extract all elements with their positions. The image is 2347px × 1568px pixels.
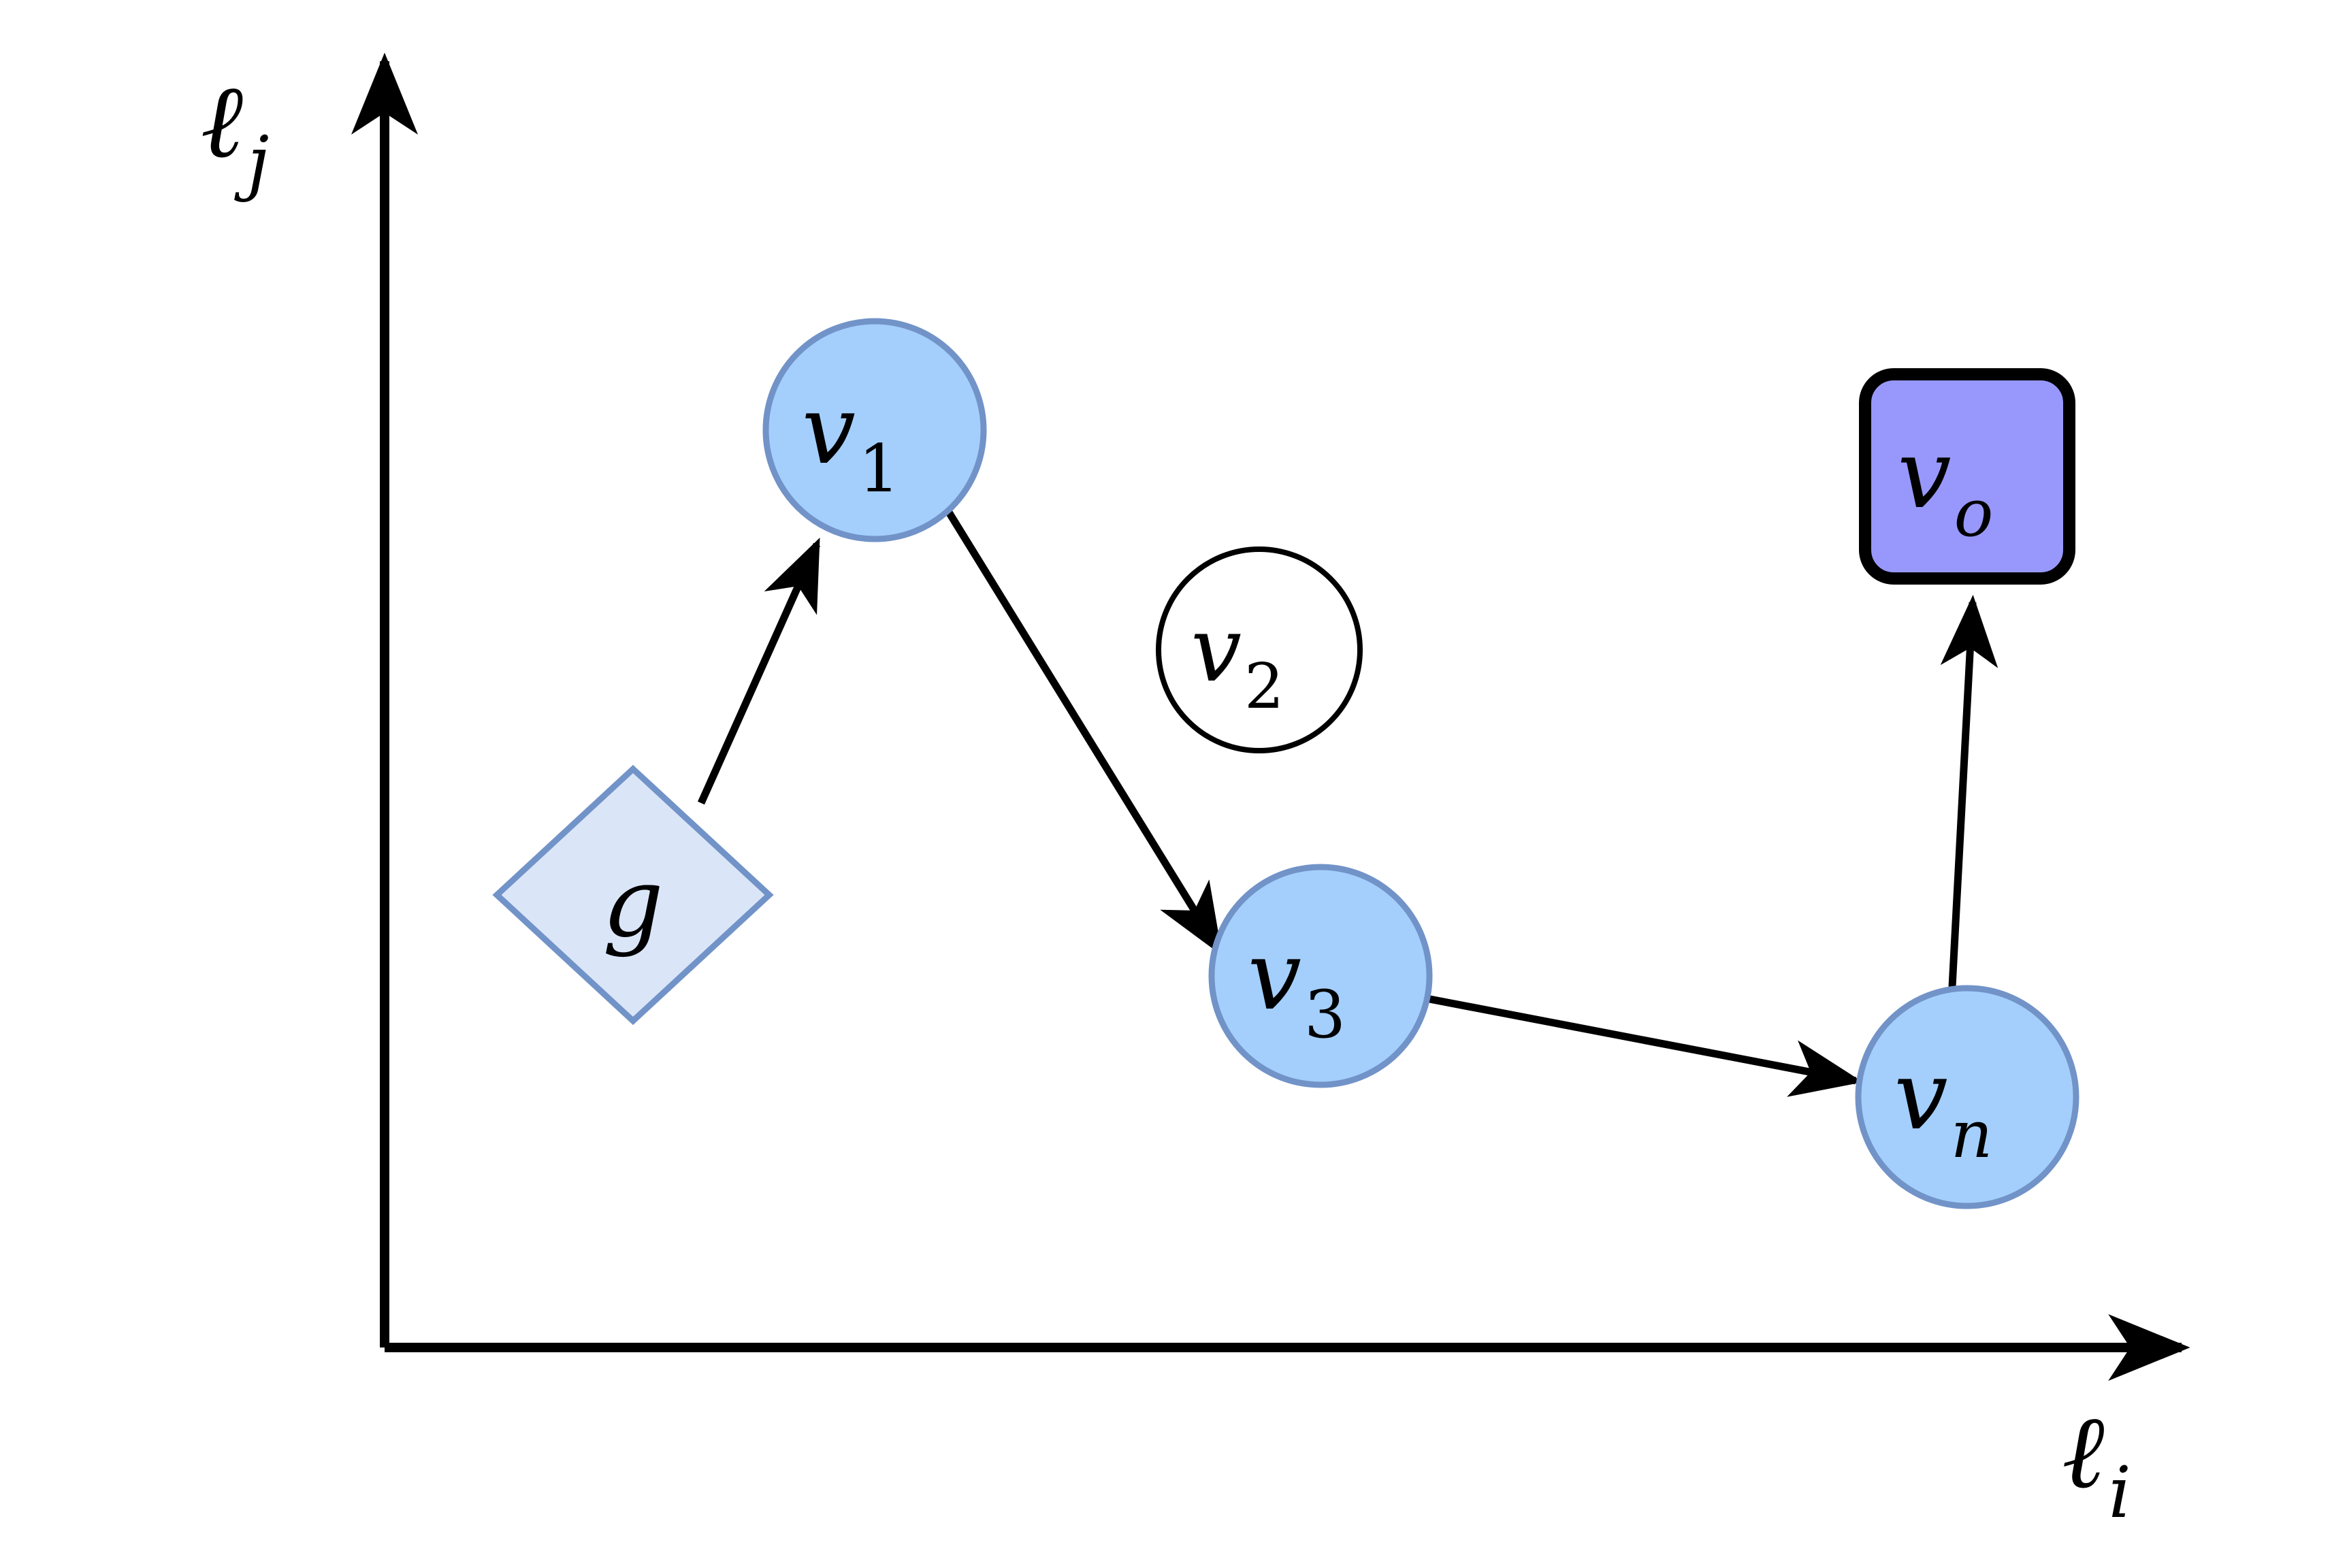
edges-group (697, 509, 1998, 1097)
node-v1-label-base: v (802, 375, 856, 486)
node-v1[interactable]: v1 (762, 318, 987, 542)
node-v2-shape[interactable] (1156, 546, 1363, 753)
node-g-label: g (602, 848, 664, 959)
node-v3-label: v3 (1248, 921, 1346, 1053)
node-vo-shape[interactable] (1859, 368, 2075, 585)
node-v3-shape[interactable] (1208, 864, 1433, 1088)
node-g[interactable]: g (492, 764, 774, 1026)
edge-v3-to-vn (1425, 994, 1863, 1097)
node-vn-label: vn (1894, 1041, 1993, 1173)
node-v2-label: v2 (1191, 598, 1284, 723)
node-g-shape[interactable] (492, 764, 774, 1026)
node-v1-label-sub: 1 (858, 431, 900, 507)
node-v3[interactable]: v3 (1208, 864, 1433, 1088)
node-v1-label: v1 (802, 375, 900, 507)
y-axis-label: ℓj (201, 63, 270, 203)
node-vn-shape[interactable] (1855, 985, 2079, 1209)
node-vo-label: vo (1898, 419, 1994, 551)
node-vn-label-sub: n (1951, 1096, 1993, 1173)
edge-g-to-v1 (697, 537, 821, 805)
node-v3-label-sub: 3 (1304, 977, 1346, 1053)
node-vo[interactable]: vo (1859, 368, 2075, 585)
edge-vn-to-vo (1940, 595, 1998, 987)
node-v2[interactable]: v2 (1156, 546, 1363, 753)
axes-group: ℓj ℓi (201, 52, 2190, 1534)
x-axis-label-sub: i (2109, 1451, 2131, 1534)
node-vn-label-base: v (1894, 1041, 1948, 1152)
y-axis-label-base: ℓ (201, 63, 243, 181)
edge-v1-to-v3 (945, 509, 1223, 956)
node-vo-label-base: v (1898, 419, 1952, 530)
node-vo-label-sub: o (1954, 475, 1994, 551)
node-v2-label-sub: 2 (1244, 650, 1284, 723)
nodes-group: g v1 v2 v3 (492, 318, 2079, 1209)
node-v3-label-base: v (1248, 921, 1301, 1032)
node-vn[interactable]: vn (1855, 985, 2079, 1209)
node-v2-label-base: v (1191, 598, 1242, 702)
x-axis-label-base: ℓ (2062, 1393, 2104, 1512)
node-v1-shape[interactable] (762, 318, 987, 542)
x-axis-label: ℓi (2062, 1393, 2131, 1534)
node-g-label-base: g (602, 848, 664, 959)
